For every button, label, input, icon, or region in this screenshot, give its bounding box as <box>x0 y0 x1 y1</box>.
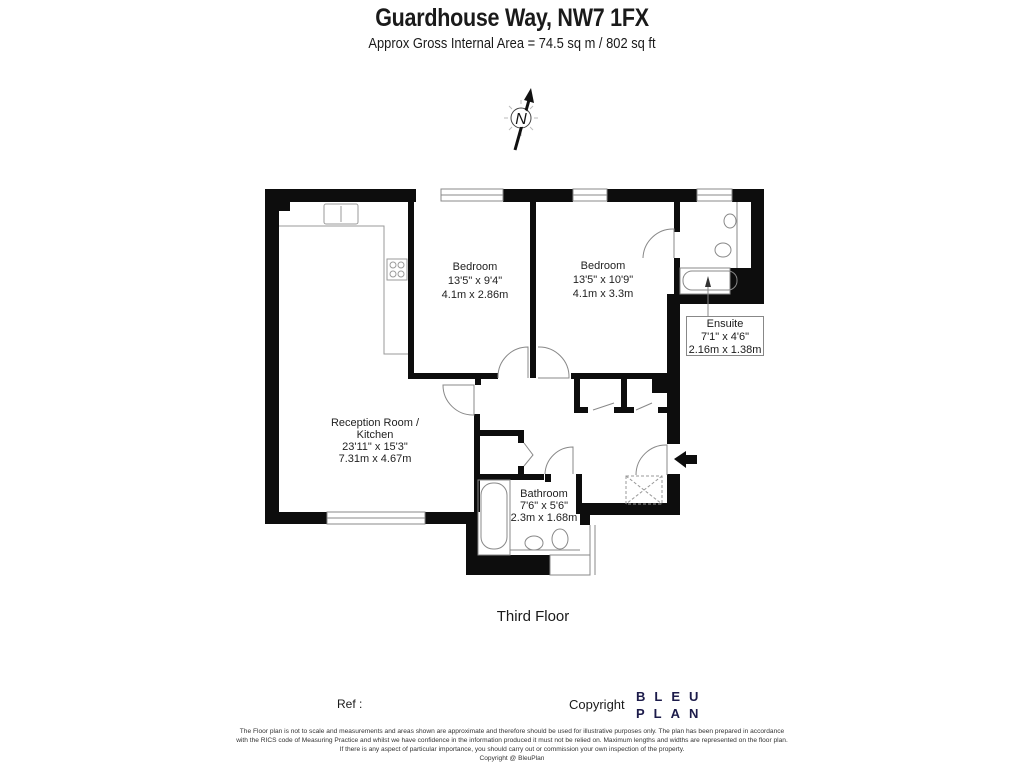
room-metric: 4.1m x 3.3m <box>572 288 634 300</box>
room-name: Bedroom <box>580 260 626 272</box>
disclaimer-line: with the RICS code of Measuring Practice… <box>236 737 788 744</box>
disclaimer-line: The Floor plan is not to scale and measu… <box>239 728 785 735</box>
room-name: Bedroom <box>452 261 498 273</box>
doors <box>442 228 675 476</box>
entrance-mat <box>625 475 663 505</box>
walls <box>265 189 764 575</box>
room-label-ensuite: Ensuite 7'1" x 4'6" 2.16m x 1.38m <box>686 316 764 356</box>
room-name-line-1: Reception Room / <box>330 417 420 429</box>
kitchen-worktop <box>279 203 408 355</box>
room-name: Ensuite <box>706 318 744 330</box>
bleuplan-logo: BLEU PLAN <box>636 688 700 722</box>
ensuite-pointer <box>705 276 711 316</box>
room-imperial: 13'5" x 9'4" <box>447 275 503 287</box>
room-metric: 2.3m x 1.68m <box>510 512 578 524</box>
svg-text:N: N <box>515 111 527 128</box>
room-imperial: 7'1" x 4'6" <box>700 331 750 343</box>
windows <box>326 188 733 576</box>
room-imperial: 13'5" x 10'9" <box>572 274 634 286</box>
entrance-arrow-icon <box>674 451 697 468</box>
room-label-reception-kitchen: Reception Room / Kitchen 23'11" x 15'3" … <box>320 417 430 465</box>
reference-label: Ref : <box>337 697 363 711</box>
room-imperial: 7'6" x 5'6" <box>519 500 569 512</box>
floor-name: Third Floor <box>496 608 570 625</box>
room-metric: 4.1m x 2.86m <box>441 289 509 301</box>
room-label-bedroom-2: Bedroom 13'5" x 10'9" 4.1m x 3.3m <box>558 259 648 301</box>
room-label-bathroom: Bathroom 7'6" x 5'6" 2.3m x 1.68m <box>506 488 582 524</box>
room-name: Bathroom <box>520 488 568 500</box>
property-title: Guardhouse Way, NW7 1FX <box>375 4 649 32</box>
room-label-bedroom-1: Bedroom 13'5" x 9'4" 4.1m x 2.86m <box>430 260 520 302</box>
disclaimer-copyright: Copyright @ BleuPlan <box>479 755 545 762</box>
logo-line-1: BLEU <box>636 689 708 704</box>
room-name-line-2: Kitchen <box>356 429 394 441</box>
room-imperial: 23'11" x 15'3" <box>342 441 408 453</box>
room-metric: 7.31m x 4.67m <box>338 453 412 465</box>
copyright-label: Copyright <box>569 697 625 712</box>
disclaimer-line: If there is any aspect of particular imp… <box>339 746 685 753</box>
disclaimer: The Floor plan is not to scale and measu… <box>0 727 1024 763</box>
compass-north-icon: N <box>504 88 538 151</box>
ensuite-fixtures <box>679 202 738 295</box>
gross-internal-area: Approx Gross Internal Area = 74.5 sq m /… <box>368 35 656 52</box>
logo-line-2: PLAN <box>636 706 708 721</box>
bathroom-fixtures <box>477 479 580 556</box>
room-metric: 2.16m x 1.38m <box>688 344 762 356</box>
